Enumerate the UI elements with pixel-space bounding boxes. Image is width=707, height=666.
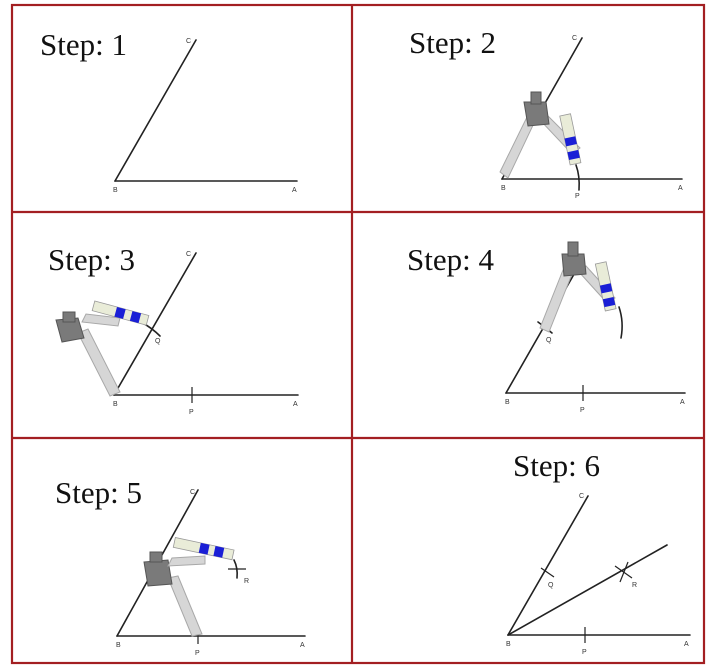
point-q-label: Q	[546, 337, 552, 344]
ray-bc	[507, 495, 589, 636]
step-label: Step: 5	[55, 475, 142, 510]
vertex-label: B	[505, 399, 510, 406]
point-c-label: C	[579, 493, 584, 500]
arc-r-2	[619, 561, 629, 583]
point-c-label: C	[186, 251, 191, 258]
point-p-label: P	[189, 409, 194, 416]
point-a-label: A	[678, 185, 683, 192]
point-c-label: C	[572, 35, 577, 42]
point-a-label: A	[684, 641, 689, 648]
point-q-label: Q	[548, 582, 554, 589]
cell-step-4: Step: 4 B A P Q	[407, 241, 686, 414]
arc-p	[575, 164, 580, 191]
compass-icon	[143, 537, 235, 637]
point-c-label: C	[190, 489, 195, 496]
bisector-br	[507, 544, 668, 636]
point-r-label: R	[244, 578, 249, 585]
cell-step-1: Step: 1 B A C	[40, 27, 298, 194]
step-label: Step: 2	[409, 25, 496, 60]
ray-bc	[113, 252, 197, 396]
point-c-label: C	[186, 38, 191, 45]
point-p-label: P	[575, 193, 580, 200]
point-r-label: R	[632, 582, 637, 589]
compass-icon	[539, 241, 617, 333]
arc-r	[618, 306, 623, 339]
point-q-label: Q	[155, 338, 161, 345]
point-a-label: A	[292, 187, 297, 194]
step-label: Step: 1	[40, 27, 127, 62]
vertex-label: B	[116, 642, 121, 649]
ray-bc	[114, 39, 197, 182]
point-p-label: P	[582, 649, 587, 656]
point-a-label: A	[300, 642, 305, 649]
vertex-label: B	[113, 187, 118, 194]
compass-icon	[499, 91, 582, 179]
cell-step-3: Step: 3 B A C P Q	[48, 242, 299, 416]
step-label: Step: 4	[407, 242, 494, 277]
point-a-label: A	[680, 399, 685, 406]
vertex-label: B	[113, 401, 118, 408]
cell-step-5: Step: 5 B A C P R	[55, 475, 306, 657]
point-p-label: P	[580, 407, 585, 414]
point-a-label: A	[293, 401, 298, 408]
step-label: Step: 6	[513, 448, 600, 483]
step-label: Step: 3	[48, 242, 135, 277]
point-p-label: P	[195, 650, 200, 657]
grid-lines	[10, 3, 706, 665]
cell-step-2: Step: 2 B A C P	[409, 25, 683, 200]
compass-icon	[55, 300, 150, 397]
vertex-label: B	[501, 185, 506, 192]
grid-border	[10, 3, 706, 665]
vertex-label: B	[506, 641, 511, 648]
arc-q	[540, 567, 555, 578]
cell-step-6: Step: 6 B A C P Q R	[506, 448, 691, 656]
